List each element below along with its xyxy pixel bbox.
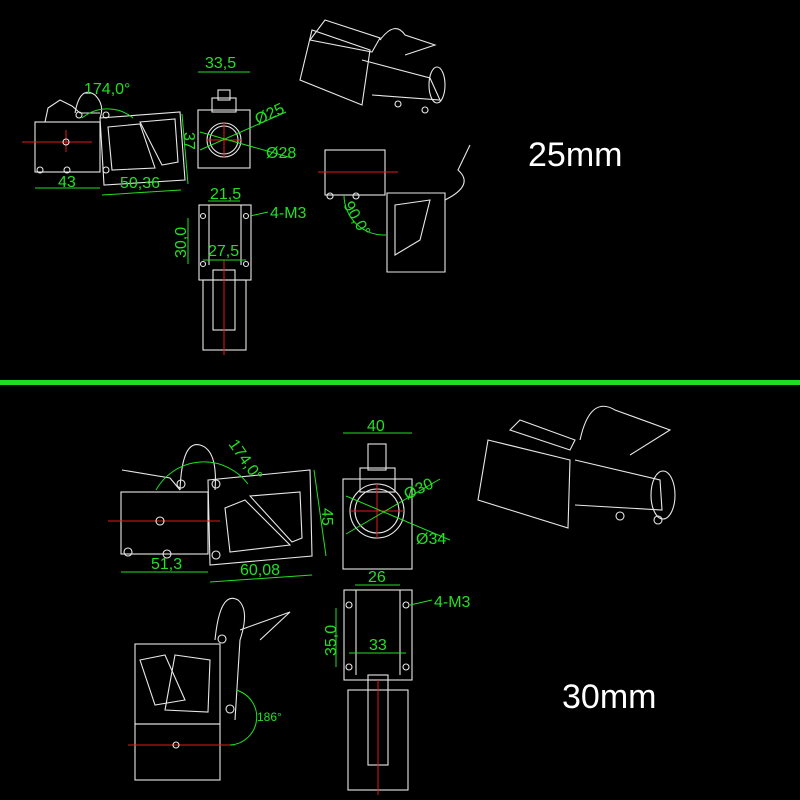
dim-inner-diameter: Ø25: [253, 100, 288, 128]
size-label-25mm: 25mm: [528, 136, 623, 174]
dim-top-spacing: 21,5: [210, 186, 241, 203]
drawing-30mm: 174,0° 51,3 60,08 45 40 Ø30 Ø34: [108, 405, 676, 795]
dim-bottom-spacing: 27,5: [208, 243, 239, 260]
dim-fold-angle-30: 174,0°: [225, 437, 266, 485]
dim-length-left: 43: [58, 174, 76, 191]
dim-bottom-spacing-30: 33: [369, 637, 387, 654]
bottom-view-25mm: [187, 200, 269, 355]
dim-inner-diameter-30: Ø30: [402, 475, 437, 503]
dim-outer-diameter: Ø28: [266, 145, 296, 162]
dim-outer-diameter-30: Ø34: [416, 531, 446, 548]
side-view-25mm: [22, 91, 189, 196]
dim-vertical-spacing: 30,0: [173, 227, 190, 258]
front-view-25mm: [197, 71, 293, 169]
size-label-30mm: 30mm: [562, 678, 657, 716]
dim-height: 37: [180, 132, 197, 150]
dim-front-width-30: 40: [367, 418, 385, 435]
front-view-30mm: [342, 432, 451, 570]
iso-view-30mm: [477, 405, 676, 529]
dim-length-right-30: 60,08: [240, 562, 280, 579]
dim-folded-angle: 90,0°: [340, 199, 373, 240]
drawing-25mm: 174,0° 43 50,36 37 33,5 Ø25 Ø28: [22, 19, 471, 355]
dim-screws-30: 4-M3: [434, 594, 471, 611]
dim-length-right: 50,36: [120, 175, 160, 192]
dim-folded-angle-30: 186°: [257, 710, 282, 724]
iso-view-25mm: [299, 19, 446, 114]
section-divider: [0, 380, 800, 385]
dim-fold-angle: 174,0°: [84, 81, 130, 98]
dim-screws: 4-M3: [270, 205, 307, 222]
panel-30mm: 174,0° 51,3 60,08 45 40 Ø30 Ø34: [0, 388, 800, 800]
dim-vertical-spacing-30: 35,0: [323, 625, 340, 656]
side-view-30mm: [108, 444, 327, 583]
panel-25mm: 174,0° 43 50,36 37 33,5 Ø25 Ø28: [0, 0, 800, 380]
dim-front-width: 33,5: [205, 55, 236, 72]
bottom-view-30mm: [335, 584, 433, 795]
folded-view-25mm: [318, 144, 471, 273]
folded-view-30mm: [128, 597, 291, 781]
dim-top-spacing-30: 26: [368, 569, 386, 586]
dim-height-30: 45: [318, 508, 335, 526]
dim-length-left-30: 51,3: [151, 556, 182, 573]
